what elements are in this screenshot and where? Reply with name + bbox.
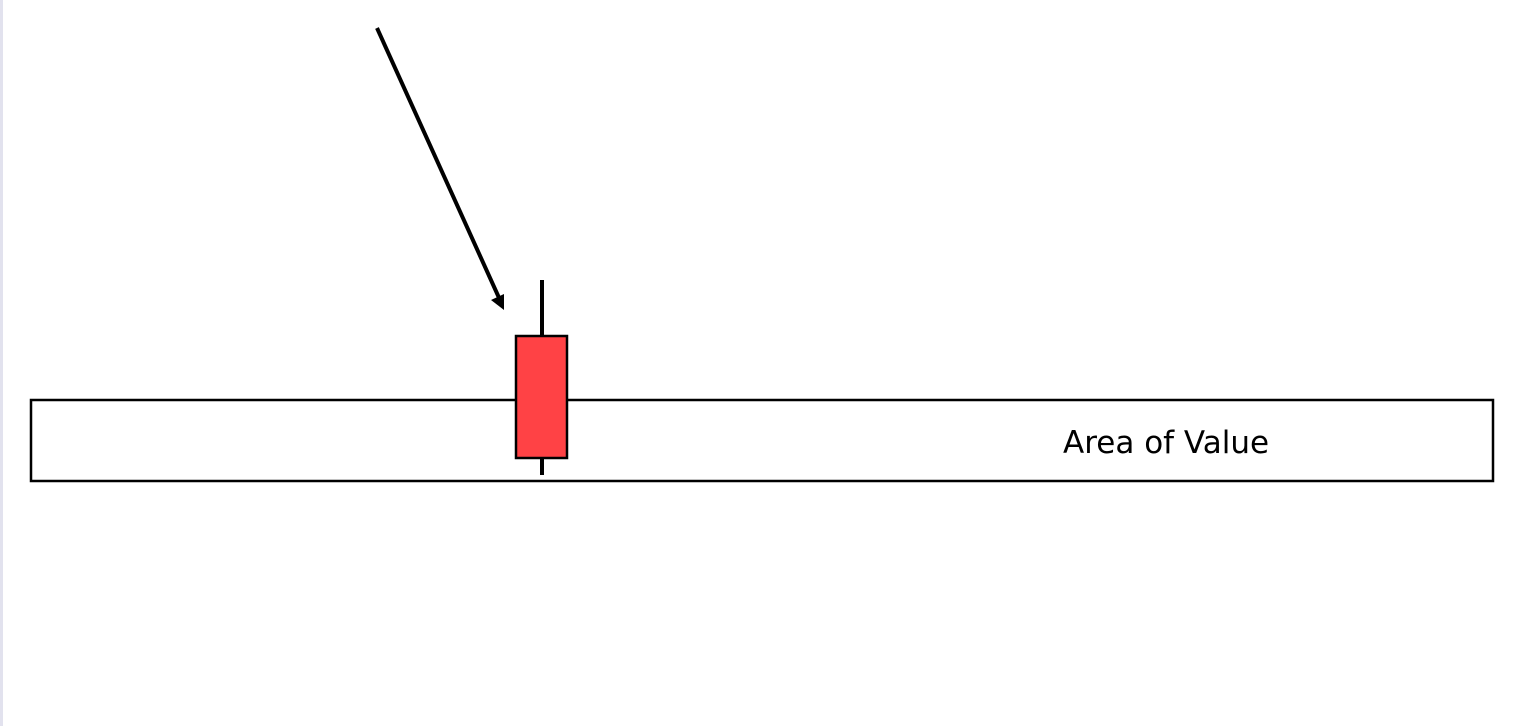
bearish-candle-body xyxy=(514,334,569,460)
left-edge-border xyxy=(0,0,3,726)
arrow-head-icon xyxy=(491,294,504,310)
area-of-value-label: Area of Value xyxy=(1063,425,1269,461)
arrow-shaft xyxy=(375,27,502,301)
area-of-value-zone xyxy=(29,398,1495,483)
